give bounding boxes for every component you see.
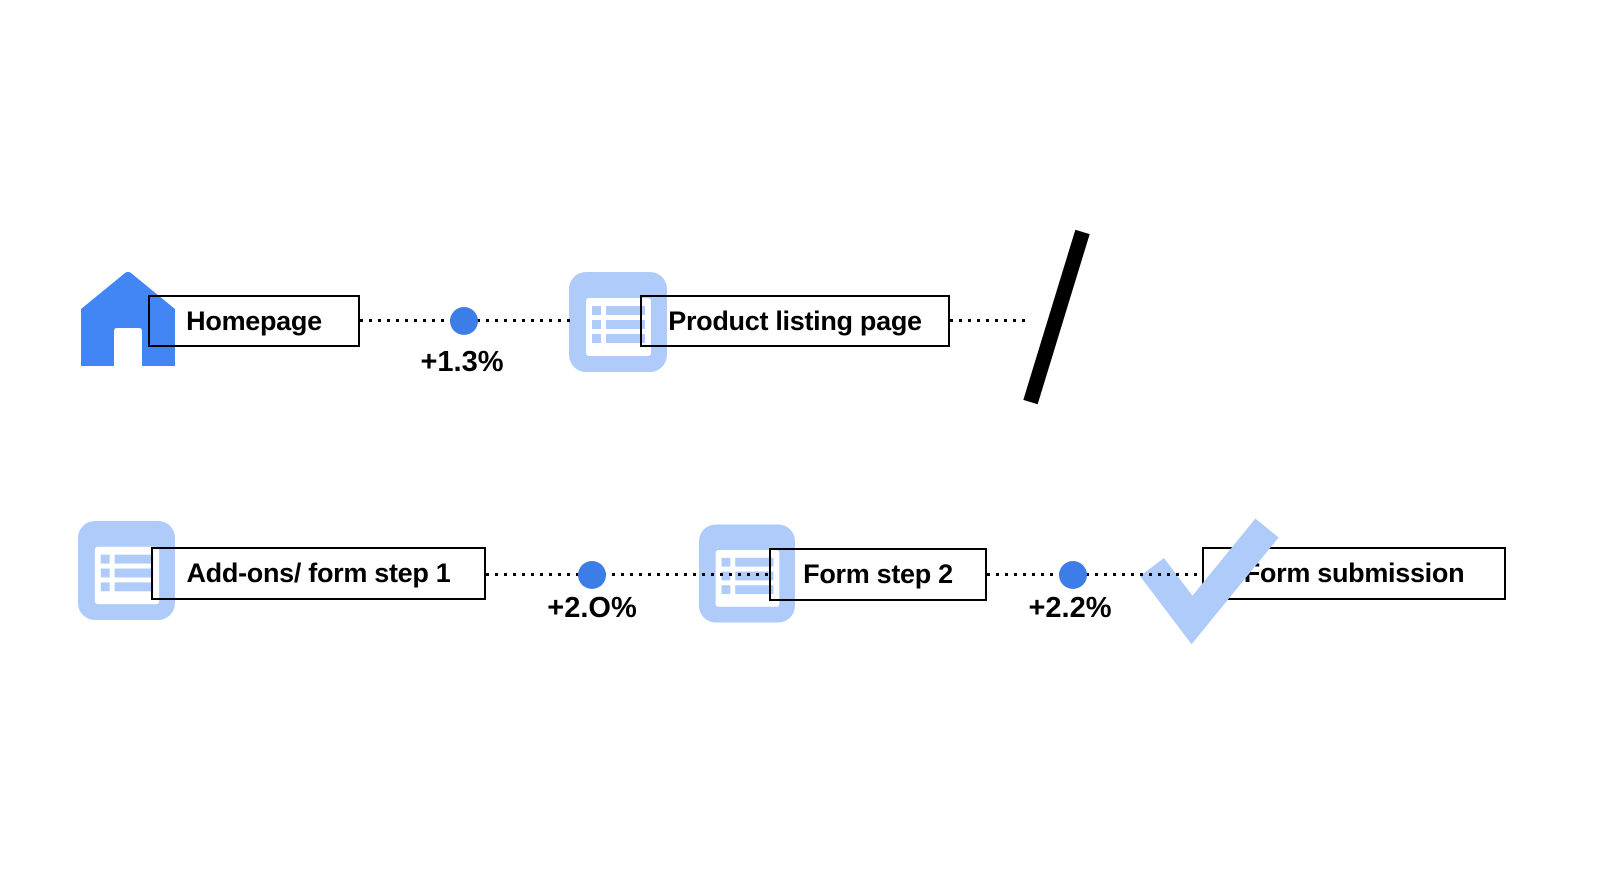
step-label-product-listing: Product listing page <box>668 305 922 336</box>
step-node-form-submission: Form submission <box>1202 547 1506 600</box>
conversion-dot <box>578 561 606 589</box>
step-node-addons: Add-ons/ form step 1 <box>151 547 486 600</box>
conversion-delta-1: +1.3% <box>420 346 504 378</box>
list-icon <box>78 521 175 620</box>
connector-line <box>486 573 769 576</box>
conversion-delta-2: +2.O% <box>547 592 637 624</box>
conversion-delta-3: +2.2% <box>1028 592 1112 624</box>
slash-terminator <box>1023 229 1090 405</box>
conversion-dot <box>1059 561 1087 589</box>
step-label-homepage: Homepage <box>186 305 322 336</box>
step-node-form-step-2: Form step 2 <box>769 548 987 601</box>
step-node-product-listing: Product listing page <box>640 295 950 347</box>
step-label-form-step-2: Form step 2 <box>803 559 953 589</box>
list-icon <box>569 272 667 372</box>
step-label-form-submission: Form submission <box>1243 558 1465 588</box>
connector-line <box>950 319 1026 322</box>
step-node-homepage: Homepage <box>148 295 360 347</box>
conversion-dot <box>450 307 478 335</box>
connector-line <box>987 573 1202 576</box>
step-label-addons: Add-ons/ form step 1 <box>186 558 451 588</box>
check-icon <box>1140 518 1279 645</box>
